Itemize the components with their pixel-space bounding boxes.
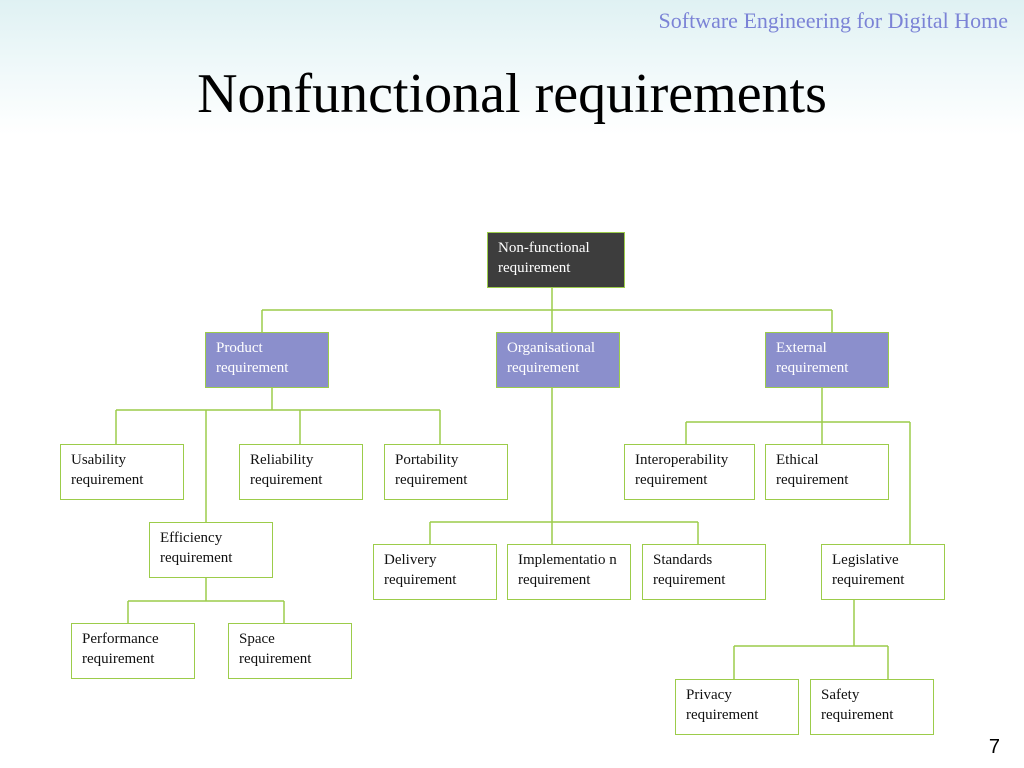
page-number: 7: [988, 736, 1000, 758]
node-usability-requirement: Usability requirement: [60, 444, 184, 500]
node-delivery-requirement: Delivery requirement: [373, 544, 497, 600]
node-product-requirement: Product requirement: [205, 332, 329, 388]
node-performance-requirement: Performance requirement: [71, 623, 195, 679]
node-implementation-requirement: Implementatio n requirement: [507, 544, 631, 600]
node-privacy-requirement: Privacy requirement: [675, 679, 799, 735]
course-header: Software Engineering for Digital Home: [658, 8, 1008, 33]
node-interoperability-requirement: Interoperability requirement: [624, 444, 755, 500]
node-legislative-requirement: Legislative requirement: [821, 544, 945, 600]
node-reliability-requirement: Reliability requirement: [239, 444, 363, 500]
node-non-functional-requirement: Non-functional requirement: [487, 232, 625, 288]
node-external-requirement: External requirement: [765, 332, 889, 388]
node-standards-requirement: Standards requirement: [642, 544, 766, 600]
node-organisational-requirement: Organisational requirement: [496, 332, 620, 388]
slide-title: Nonfunctional requirements: [197, 63, 827, 125]
header-background: [0, 0, 1024, 135]
node-safety-requirement: Safety requirement: [810, 679, 934, 735]
node-portability-requirement: Portability requirement: [384, 444, 508, 500]
node-efficiency-requirement: Efficiency requirement: [149, 522, 273, 578]
node-space-requirement: Space requirement: [228, 623, 352, 679]
node-ethical-requirement: Ethical requirement: [765, 444, 889, 500]
